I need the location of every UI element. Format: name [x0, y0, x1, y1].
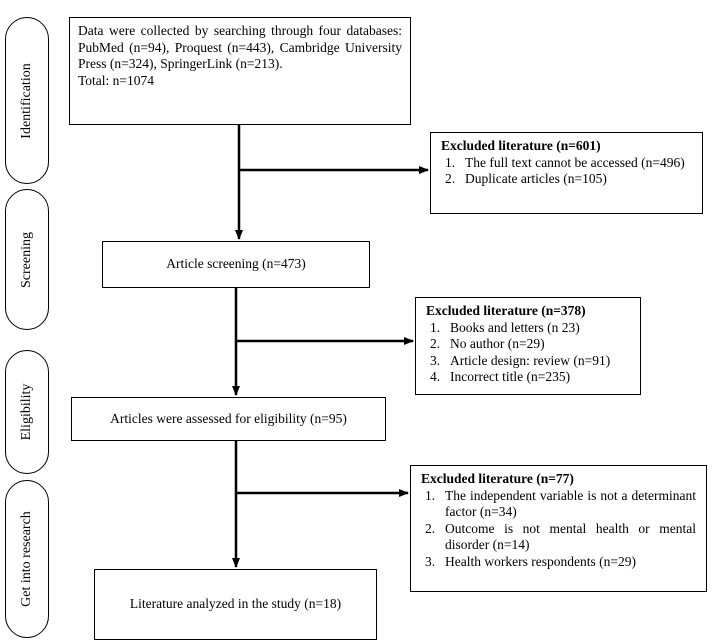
- excluded-title-3: Excluded literature (n=77): [421, 471, 574, 486]
- excluded-box-1: Excluded literature (n=601) 1.The full t…: [430, 132, 703, 214]
- final-text: Literature analyzed in the study (n=18): [129, 596, 342, 612]
- stage-identification: Identification: [5, 17, 49, 184]
- identification-total: Total: n=1074: [78, 72, 155, 88]
- excluded-box-3: Excluded literature (n=77) 1.The indepen…: [410, 465, 707, 592]
- excluded-item: 2.Outcome is not mental health or mental…: [425, 520, 696, 553]
- excluded-item: 3.Article design: review (n=91): [430, 352, 611, 368]
- stage-screening: Screening: [5, 189, 49, 330]
- stage-get-into-research: Get into research: [5, 480, 49, 638]
- excluded-item: 1.Books and letters (n 23): [430, 319, 580, 335]
- excluded-title-2: Excluded literature (n=378): [426, 303, 586, 318]
- excluded-item: 1.The full text cannot be accessed (n=49…: [445, 154, 685, 170]
- excluded-title-1: Excluded literature (n=601): [441, 138, 601, 153]
- eligibility-text: Articles were assessed for eligibility (…: [110, 410, 347, 426]
- final-box: Literature analyzed in the study (n=18): [94, 569, 377, 640]
- excluded-item: 3.Health workers respondents (n=29): [425, 553, 636, 569]
- screening-box: Article screening (n=473): [102, 241, 370, 288]
- excluded-box-2: Excluded literature (n=378) 1.Books and …: [415, 297, 641, 395]
- excluded-item: 2.Duplicate articles (n=105): [445, 171, 607, 186]
- screening-text: Article screening (n=473): [166, 256, 306, 272]
- eligibility-box: Articles were assessed for eligibility (…: [71, 397, 386, 441]
- excluded-item: 1.The independent variable is not a dete…: [425, 487, 696, 520]
- excluded-item: 4.Incorrect title (n=235): [430, 369, 571, 384]
- excluded-item: 2.No author (n=29): [430, 336, 545, 351]
- identification-text: Data were collected by searching through…: [78, 23, 402, 71]
- stage-eligibility: Eligibility: [5, 350, 49, 474]
- identification-box: Data were collected by searching through…: [69, 17, 411, 125]
